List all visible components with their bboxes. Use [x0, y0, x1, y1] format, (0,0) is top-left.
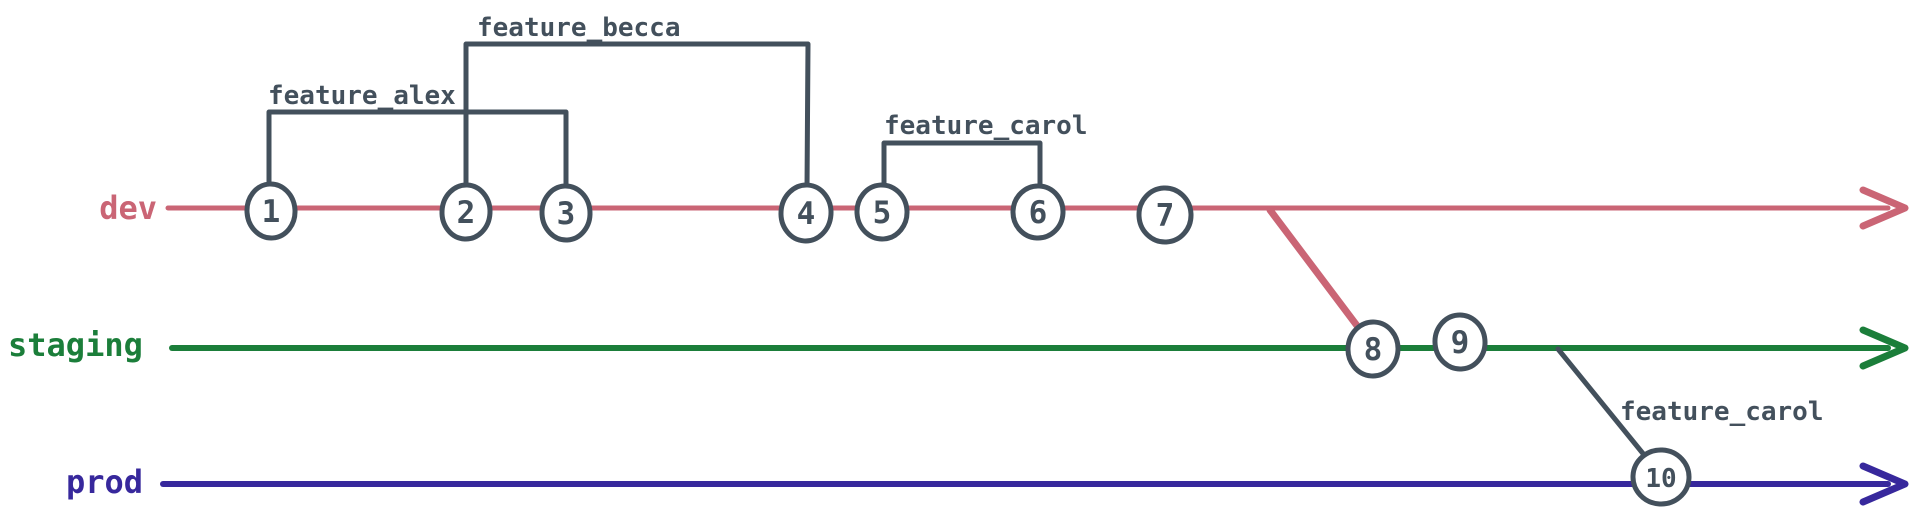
commit-label-2: 2	[457, 195, 476, 231]
commit-node-6: 6	[1010, 183, 1066, 241]
commit-circle-1	[244, 181, 298, 241]
commit-label-6: 6	[1029, 195, 1048, 231]
commit-circle-6	[1010, 183, 1066, 241]
branch-label-dev: dev	[99, 189, 157, 227]
branch-prod: prod	[66, 462, 1909, 506]
commit-label-3: 3	[557, 196, 576, 232]
feature-alex-bracket-group: feature_alex	[266, 81, 569, 190]
commit-node-7: 7	[1136, 185, 1194, 245]
prod-arrowhead-icon	[1859, 462, 1909, 506]
commit-circle-7	[1136, 185, 1194, 245]
commit-node-1: 1	[244, 181, 298, 241]
branch-label-prod: prod	[66, 463, 143, 501]
branch-staging: staging	[8, 326, 1909, 370]
feature-carol-bracket-group: feature_carol	[881, 111, 1088, 191]
dev-arrowhead-icon	[1859, 186, 1909, 230]
commit-node-3: 3	[539, 183, 593, 243]
commit-node-10: 10	[1630, 447, 1692, 507]
commit-circle-8	[1345, 319, 1401, 379]
commit-node-2: 2	[439, 182, 493, 242]
commit-circle-4	[778, 182, 834, 244]
commit-label-8: 8	[1364, 332, 1383, 368]
commit-label-9: 9	[1451, 325, 1470, 361]
commit-node-4: 4	[778, 182, 834, 244]
commit-node-5: 5	[854, 182, 910, 242]
commit-label-7: 7	[1156, 198, 1175, 234]
commit-label-10: 10	[1645, 464, 1676, 494]
feature-alex-label: feature_alex	[268, 81, 456, 111]
feature-becca-bracket-group: feature_becca	[463, 13, 811, 192]
branch-dev: dev	[99, 186, 1909, 230]
commit-label-1: 1	[262, 194, 281, 230]
commit-label-5: 5	[873, 195, 892, 231]
merge-line-dev-to-staging	[1266, 206, 1362, 331]
commit-label-4: 4	[797, 196, 816, 232]
commit-circle-2	[439, 182, 493, 242]
feature-carol-bracket	[881, 140, 1043, 191]
feature-carol-label: feature_carol	[884, 111, 1088, 141]
staging-arrowhead-icon	[1859, 326, 1909, 370]
branch-line-staging-to-prod	[1555, 346, 1648, 459]
commit-circle-3	[539, 183, 593, 243]
feature-becca-label: feature_becca	[477, 13, 681, 43]
feature-carol-prod-group: feature_carol	[1555, 346, 1824, 459]
feature-alex-bracket	[266, 109, 569, 190]
feature-becca-bracket	[463, 41, 811, 192]
commit-node-8: 8	[1345, 319, 1401, 379]
feature-carol-prod-label: feature_carol	[1620, 397, 1824, 427]
commit-circle-5	[854, 182, 910, 242]
branch-label-staging: staging	[8, 326, 143, 364]
commit-node-9: 9	[1432, 312, 1488, 372]
commit-circle-9	[1432, 312, 1488, 372]
commit-circle-10	[1630, 447, 1692, 507]
